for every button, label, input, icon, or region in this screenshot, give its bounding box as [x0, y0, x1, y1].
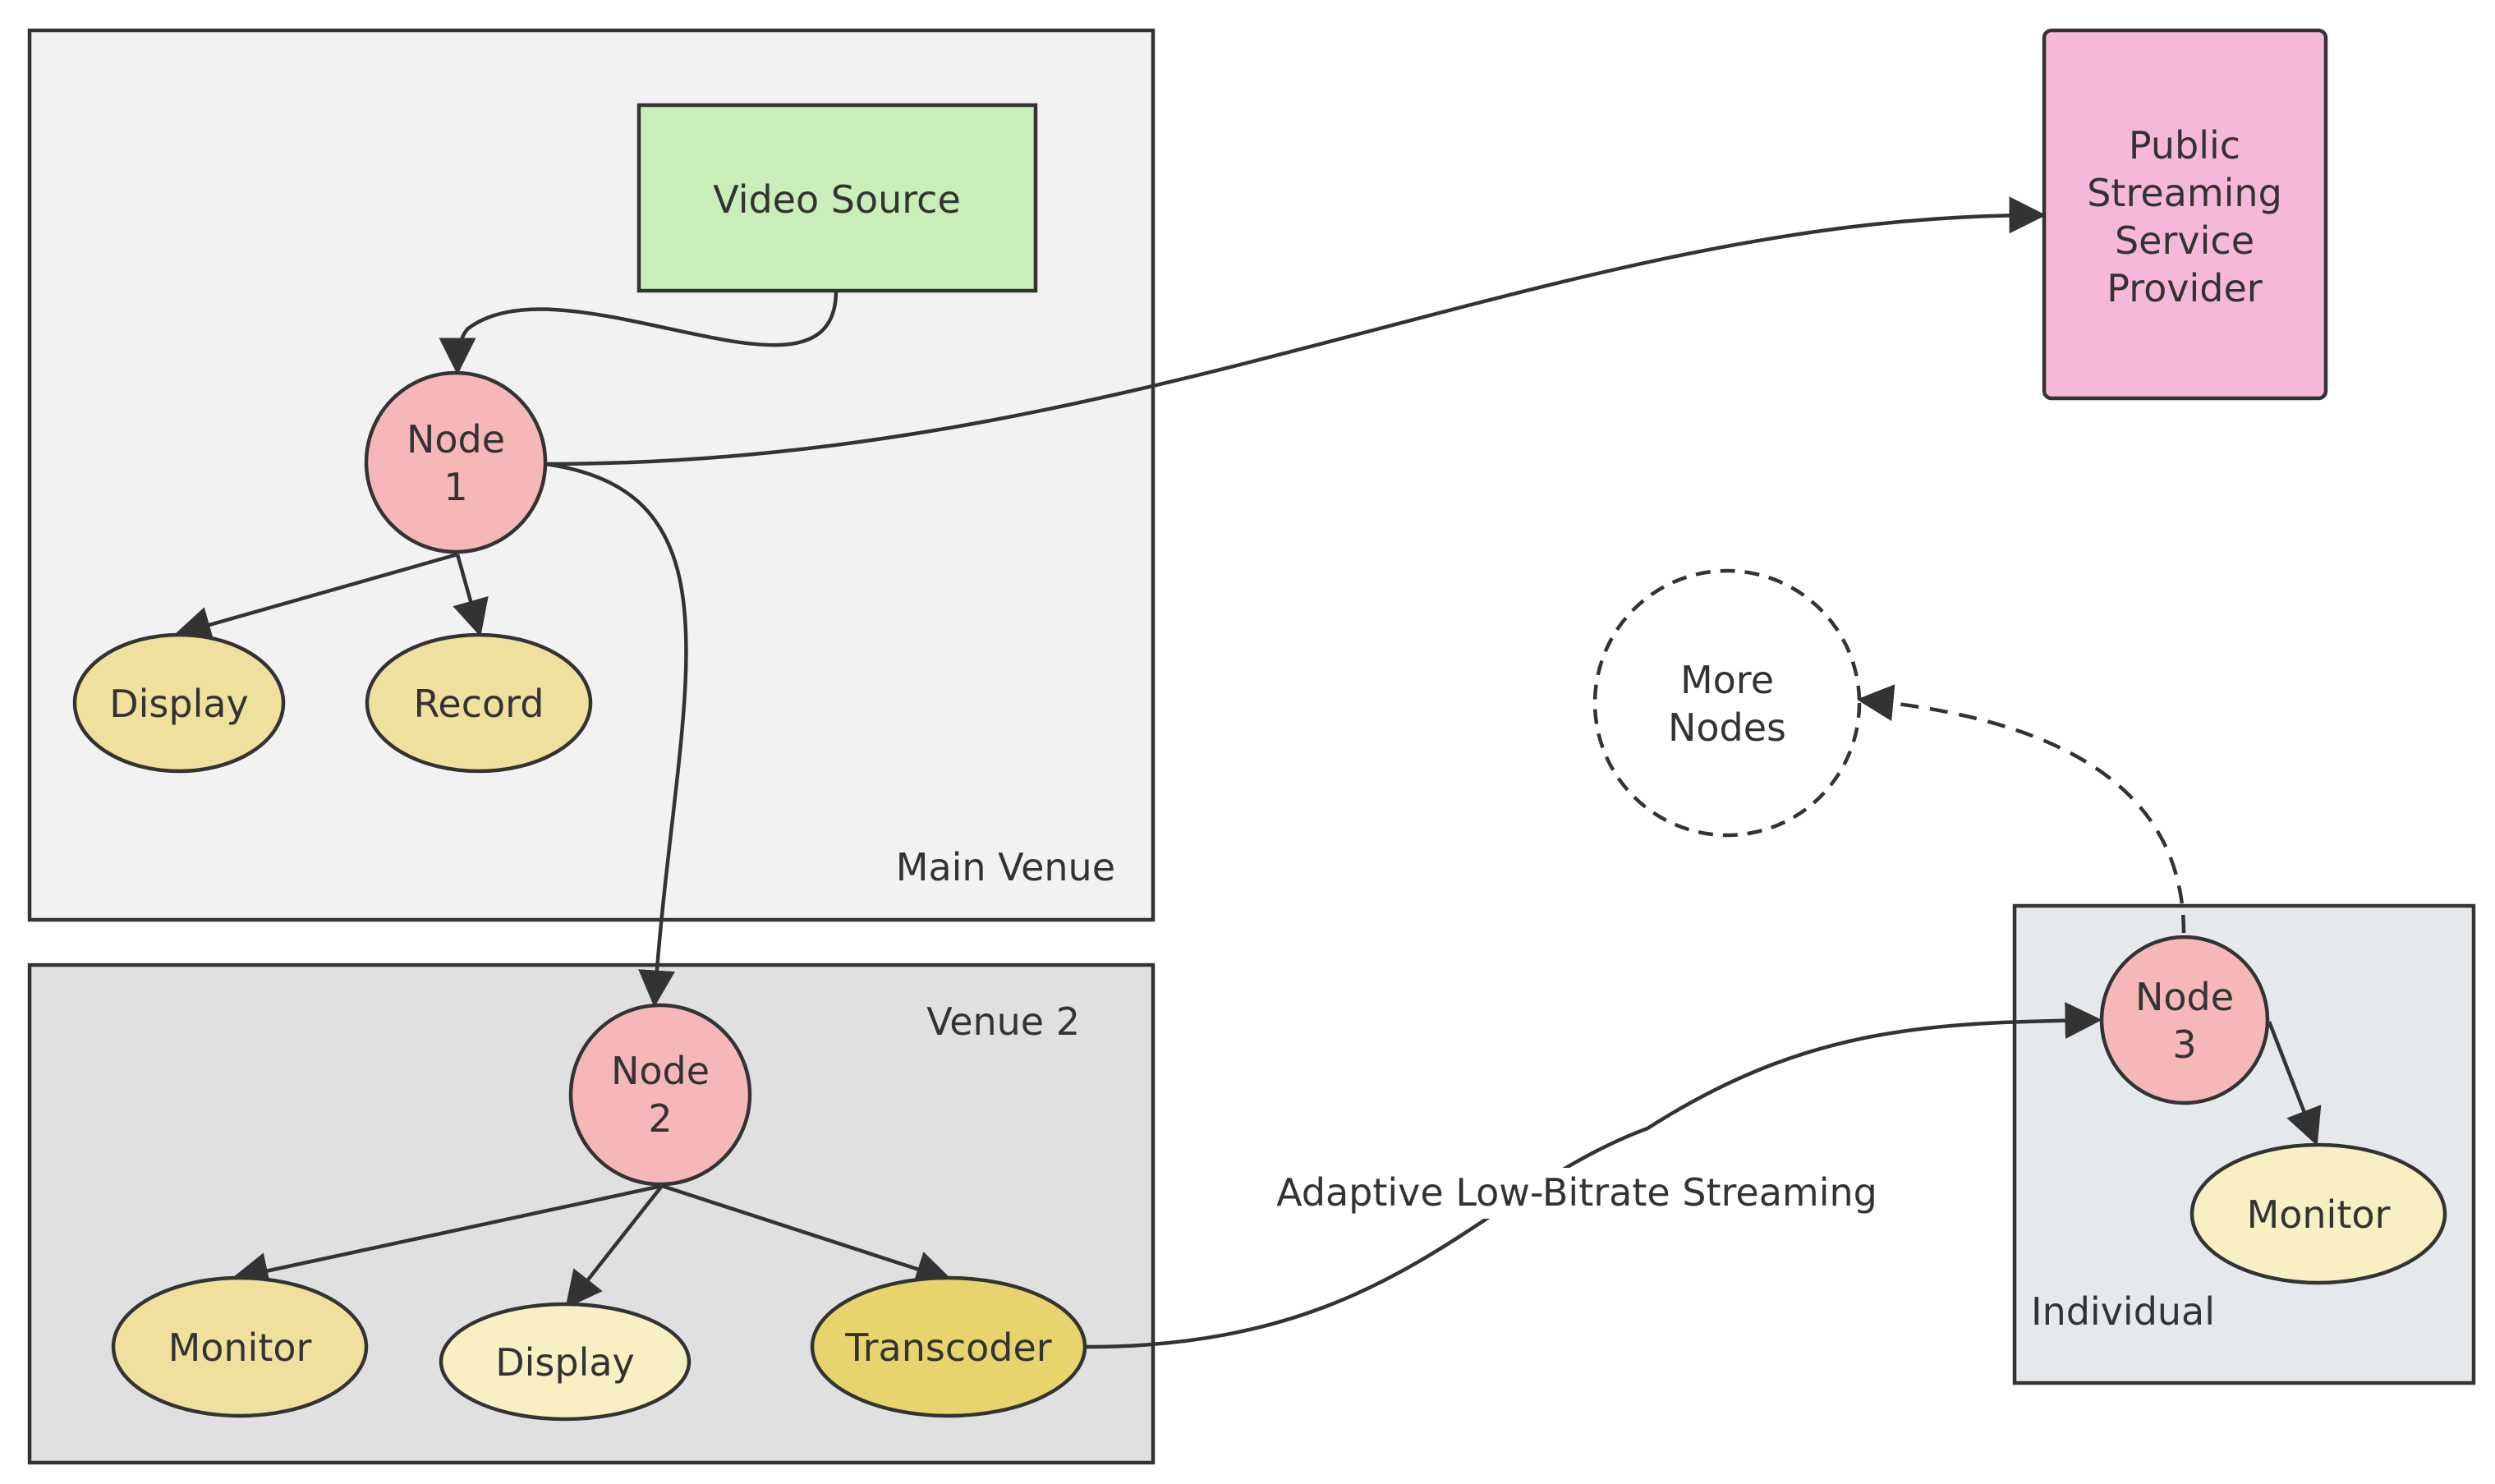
node-1-label-line-2: 1 [443, 465, 467, 509]
cluster-venue-2-label: Venue 2 [926, 999, 1080, 1044]
node-monitor-3-label: Monitor [2247, 1192, 2391, 1237]
node-record: Record [365, 632, 593, 774]
edge-node1-to-record [453, 554, 489, 637]
node-public-streaming: Public Streaming Service Provider [2042, 28, 2328, 401]
edge-label-adaptive-streaming: Adaptive Low-Bitrate Streaming [1276, 1170, 1877, 1215]
edge-node1-to-public-streaming [544, 196, 2047, 466]
node-transcoder: Transcoder [810, 1275, 1087, 1418]
node-record-label: Record [414, 682, 544, 726]
node-public-streaming-label-line-1: Public [2129, 123, 2240, 168]
edge-node2-to-monitor2 [231, 1183, 663, 1289]
node-monitor-3: Monitor [2189, 1142, 2447, 1285]
node-transcoder-label: Transcoder [844, 1325, 1051, 1370]
node-2-label-line-1: Node [611, 1049, 710, 1093]
node-3-shape [2099, 935, 2270, 1105]
node-3-label-line-1: Node [2135, 975, 2234, 1019]
edge-node2-to-transcoder [661, 1183, 953, 1287]
node-more-nodes-shape [1592, 568, 1862, 838]
node-public-streaming-shape [2042, 28, 2328, 401]
node-monitor-2-shape [111, 1275, 369, 1418]
node-public-streaming-label-line-3: Service [2115, 218, 2254, 263]
node-display-2-shape [439, 1302, 692, 1422]
node-monitor-2-label: Monitor [168, 1325, 312, 1370]
edge-node1-to-node2 [544, 462, 688, 1008]
node-more-nodes-label-line-2: Nodes [1668, 705, 1786, 750]
node-video-source: Video Source [636, 103, 1038, 293]
cluster-main-venue-label: Main Venue [896, 845, 1115, 889]
edge-node1-to-display1 [173, 552, 458, 643]
edges [173, 196, 2322, 1349]
node-display-1: Display [72, 632, 286, 774]
node-display-2-label: Display [495, 1340, 635, 1385]
node-2-shape [568, 1003, 752, 1187]
node-3: Node 3 [2099, 935, 2270, 1105]
node-1-shape [364, 370, 548, 554]
node-1: Node 1 [364, 370, 548, 554]
edge-label-group: Adaptive Low-Bitrate Streaming [1276, 1168, 1877, 1219]
node-2: Node 2 [568, 1003, 752, 1187]
node-public-streaming-label-line-4: Provider [2107, 266, 2262, 310]
node-record-shape [365, 632, 593, 774]
node-public-streaming-label-line-2: Streaming [2087, 171, 2282, 215]
node-display-1-shape [72, 632, 286, 774]
edge-node2-to-display2 [565, 1184, 664, 1309]
node-2-label-line-2: 2 [648, 1096, 672, 1141]
edge-transcoder-to-node3 [1086, 1002, 2102, 1349]
edge-node3-to-monitor3 [2267, 1021, 2322, 1146]
node-more-nodes: More Nodes [1592, 568, 1862, 838]
edge-node3-to-more-nodes [1856, 684, 2186, 934]
node-monitor-2: Monitor [111, 1275, 369, 1418]
edge-label-background [1281, 1168, 1872, 1219]
node-video-source-shape [636, 103, 1038, 293]
edge-video-source-to-node1 [439, 290, 839, 375]
node-monitor-3-shape [2189, 1142, 2447, 1285]
node-display-2: Display [439, 1302, 692, 1422]
node-video-source-label: Video Source [713, 177, 961, 222]
node-3-label-line-2: 3 [2172, 1022, 2196, 1067]
node-display-1-label: Display [109, 682, 249, 726]
node-transcoder-shape [810, 1275, 1087, 1418]
node-1-label-line-1: Node [407, 417, 505, 462]
cluster-individual-label: Individual [2031, 1289, 2215, 1334]
node-more-nodes-label-line-1: More [1680, 658, 1774, 702]
